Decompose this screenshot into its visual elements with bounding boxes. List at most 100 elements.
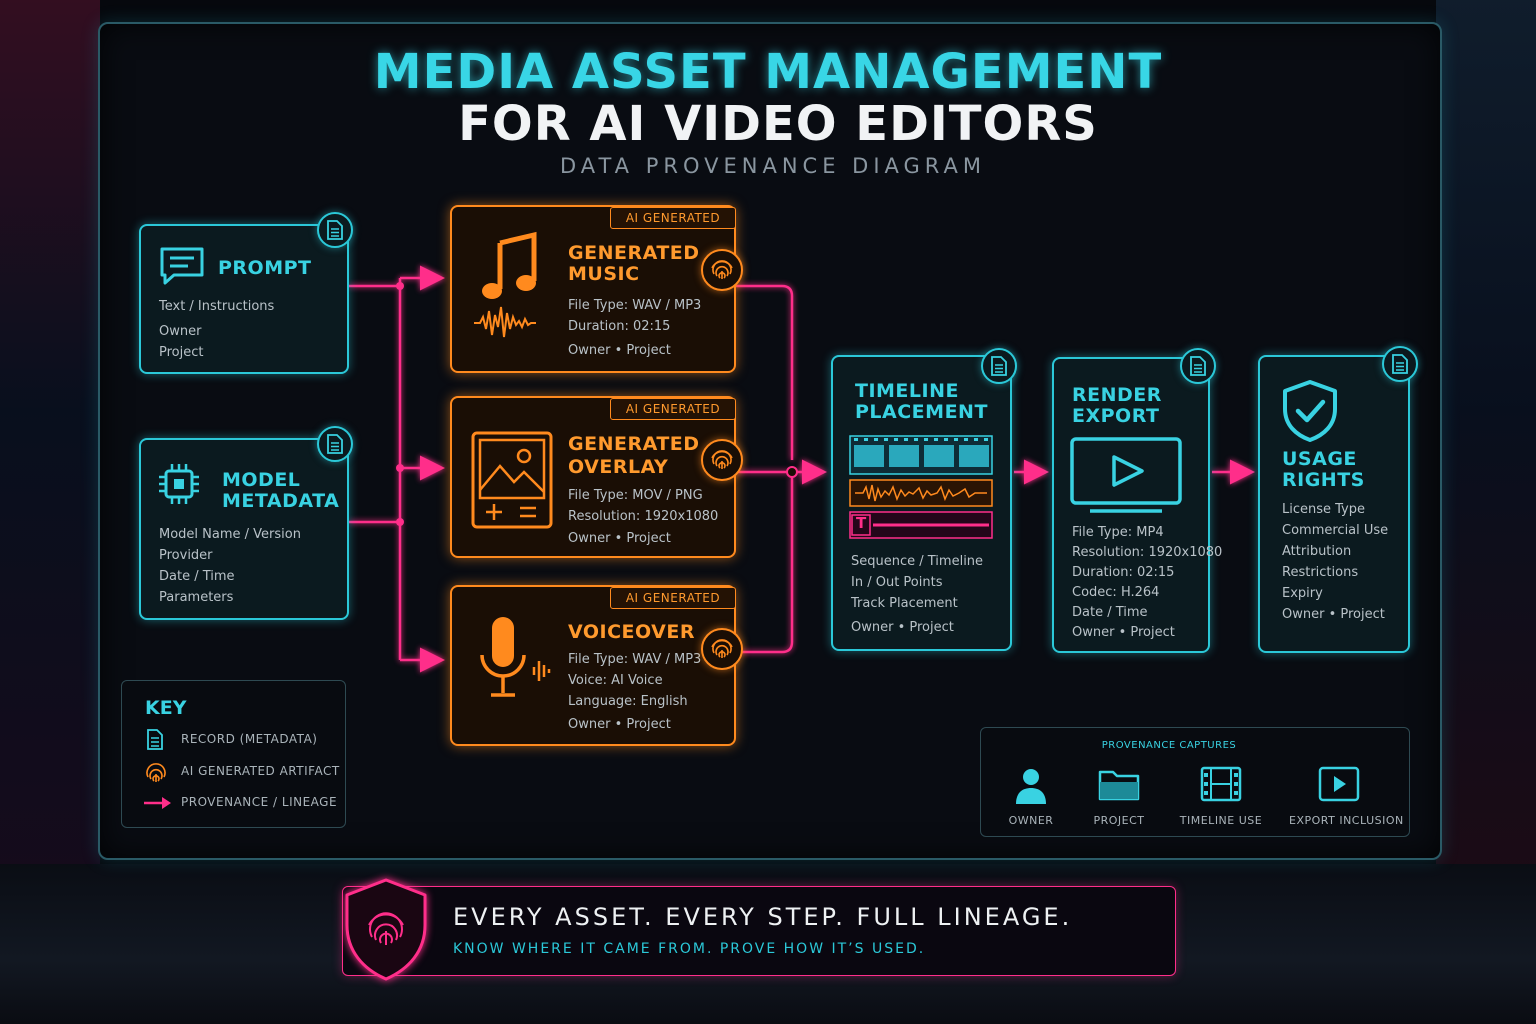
prompt-title: PROMPT (218, 257, 312, 279)
prompt-fields: Text / Instructions Owner Project (159, 296, 274, 363)
timeline-tracks-icon (849, 435, 993, 539)
field: Owner • Project (568, 531, 671, 546)
shield-fingerprint-icon (345, 878, 427, 981)
image-overlay-icon (471, 431, 553, 529)
junction-dot (396, 282, 404, 290)
field: Owner • Project (568, 343, 671, 358)
ai-generated-tag: AI GENERATED (610, 207, 736, 229)
document-icon (991, 356, 1007, 376)
film-icon (1200, 766, 1242, 802)
ai-artifact-badge (701, 249, 743, 291)
fingerprint-icon (146, 763, 166, 782)
capture-label: PROJECT (1093, 814, 1145, 827)
field: Date / Time (159, 569, 235, 584)
arrow-icon (144, 797, 171, 809)
key-label: AI GENERATED ARTIFACT (181, 764, 340, 778)
field: Sequence / Timeline (851, 554, 984, 569)
render-export-card[interactable]: RENDER EXPORT File Type: MP4 Resolution:… (1052, 357, 1222, 653)
banner-subline: KNOW WHERE IT CAME FROM. PROVE HOW IT’S … (453, 941, 926, 957)
title-line: OVERLAY (568, 456, 669, 478)
title-line: GENERATED (568, 433, 700, 455)
title-line-2: FOR AI VIDEO EDITORS (458, 96, 1098, 152)
document-icon (147, 729, 163, 750)
model-metadata-card[interactable]: MODEL METADATA Model Name / Version Prov… (139, 438, 349, 620)
capture-label: TIMELINE USE (1179, 814, 1263, 827)
field: Resolution: 1920x1080 (1072, 545, 1223, 560)
record-badge (981, 348, 1017, 384)
overlay-title: GENERATED OVERLAY (568, 434, 700, 478)
title-line: USAGE (1282, 448, 1357, 470)
field: File Type: WAV / MP3 (568, 652, 702, 667)
title-line: MODEL (222, 469, 301, 491)
field: Duration: 02:15 (568, 319, 671, 334)
field: Owner • Project (1282, 607, 1385, 622)
record-badge (1382, 346, 1418, 382)
music-title: GENERATED MUSIC (568, 243, 700, 285)
field: Owner • Project (568, 717, 671, 732)
ai-artifact-badge (701, 439, 743, 481)
background-right-scene (1436, 0, 1536, 1024)
key-label: RECORD (METADATA) (181, 732, 318, 746)
field: File Type: MOV / PNG (568, 488, 703, 503)
key-label: PROVENANCE / LINEAGE (181, 795, 338, 809)
field: File Type: WAV / MP3 (568, 298, 702, 313)
ai-generated-tag: AI GENERATED (610, 587, 736, 609)
field: Language: English (568, 694, 688, 709)
junction-dot (396, 518, 404, 526)
key-legend: KEY RECORD (METADATA) AI GENERATED ARTIF… (121, 680, 346, 828)
rights-title: USAGE RIGHTS (1282, 449, 1365, 491)
title-line: PLACEMENT (855, 401, 988, 423)
render-title: RENDER EXPORT (1072, 385, 1162, 427)
title-line-1: MEDIA ASSET MANAGEMENT (373, 44, 1163, 100)
key-title: KEY (145, 697, 187, 719)
person-icon (1016, 769, 1046, 804)
capture-label: EXPORT INCLUSION (1289, 814, 1404, 827)
capture-export-inclusion: EXPORT INCLUSION (1289, 766, 1403, 827)
junction-dot (396, 464, 404, 472)
record-badge (1180, 348, 1216, 384)
generated-overlay-card[interactable]: AI GENERATED GENERATED OVERLAY File Type… (450, 396, 736, 558)
usage-rights-card[interactable]: USAGE RIGHTS License Type Commercial Use… (1258, 355, 1410, 653)
field: Resolution: 1920x1080 (568, 509, 719, 524)
fingerprint-icon (711, 450, 733, 469)
generated-music-card[interactable]: AI GENERATED GENERATED MUSIC File Type: … (450, 205, 736, 373)
provenance-captures-panel: PROVENANCE CAPTURES OWNER PROJECT TIMELI… (980, 727, 1410, 837)
title-line: GENERATED (568, 242, 700, 264)
shield-check-icon (1283, 380, 1337, 442)
field: Model Name / Version (159, 527, 301, 542)
field: Owner • Project (851, 620, 954, 635)
field: Text / Instructions (159, 299, 275, 314)
connector-music-out (736, 284, 794, 460)
field: Commercial Use (1282, 523, 1389, 538)
field: Provider (159, 548, 213, 563)
key-item-record: RECORD (METADATA) (144, 729, 317, 751)
field: In / Out Points (851, 575, 943, 590)
chip-icon (159, 464, 199, 504)
field: Restrictions (1282, 565, 1359, 580)
ai-artifact-badge (701, 628, 743, 670)
field: License Type (1282, 502, 1366, 517)
captures-title: PROVENANCE CAPTURES (1101, 740, 1237, 751)
chat-icon (160, 247, 204, 285)
music-fields: File Type: WAV / MP3 Duration: 02:15 Own… (568, 295, 701, 361)
microphone-icon (480, 617, 551, 697)
capture-owner: OWNER (981, 766, 1081, 827)
document-icon (1190, 356, 1206, 376)
document-icon (327, 220, 343, 240)
key-item-ai-artifact: AI GENERATED ARTIFACT (144, 761, 339, 783)
timeline-placement-card[interactable]: TIMELINE PLACEMENT T Sequence / Timeline… (831, 355, 1012, 651)
capture-timeline-use: TIMELINE USE (1171, 766, 1271, 827)
folder-icon (1098, 770, 1140, 801)
field: Codec: H.264 (1072, 585, 1160, 600)
background-left-scene (0, 0, 100, 1024)
timeline-title: TIMELINE PLACEMENT (855, 381, 988, 423)
field: Project (159, 345, 204, 360)
prompt-card[interactable]: PROMPT Text / Instructions Owner Project (139, 224, 349, 374)
voiceover-title: VOICEOVER (568, 621, 695, 643)
junction-dot (786, 466, 798, 478)
connector-voice-out (736, 476, 794, 654)
document-icon (327, 434, 343, 454)
voiceover-card[interactable]: AI GENERATED VOICEOVER File Type: WAV / … (450, 585, 736, 746)
record-badge (317, 426, 353, 462)
